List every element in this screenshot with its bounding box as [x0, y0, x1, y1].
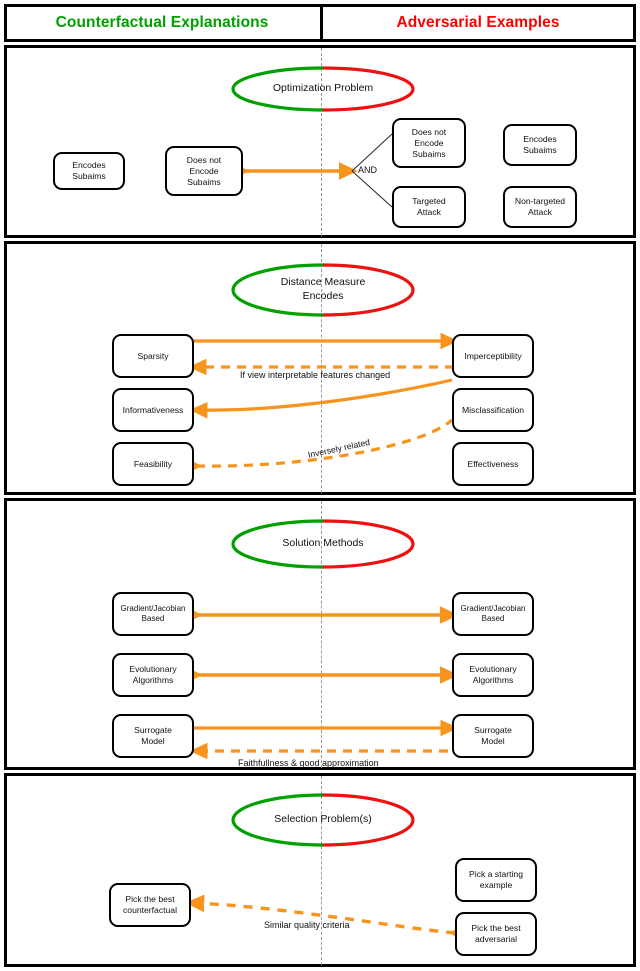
- ellipse-label-optimization-problem: Optimization Problem: [233, 68, 413, 110]
- ellipse-line: Optimization Problem: [272, 82, 374, 95]
- node-ae-effectiveness[interactable]: Effectiveness: [452, 442, 534, 486]
- node-label: Feasibility: [133, 458, 173, 469]
- node-cf-informativeness[interactable]: Informativeness: [112, 388, 194, 432]
- node-label: Imperceptibility: [464, 350, 522, 361]
- edge-label-faithfullness-good-approximation: Faithfullness & good approximation: [238, 758, 379, 768]
- section-frame-selection-problems: [4, 773, 636, 967]
- edge-label-if-view-interpretable-features-changed: If view interpretable features changed: [240, 370, 391, 380]
- node-ae-imperceptibility[interactable]: Imperceptibility: [452, 334, 534, 378]
- node-cf-sparsity[interactable]: Sparsity: [112, 334, 194, 378]
- node-label: Informativeness: [122, 404, 184, 415]
- ellipse-line: Selection Problem(s): [274, 813, 372, 826]
- header-divider: [320, 4, 323, 42]
- ellipse-line: Solution Methods: [282, 537, 364, 550]
- edge-label-similar-quality-criteria: Similar quality criteria: [264, 920, 350, 930]
- node-ae-misclassification[interactable]: Misclassification: [452, 388, 534, 432]
- ellipse-line-1: Distance Measure: [280, 276, 366, 289]
- centerline-section-3: [321, 501, 322, 768]
- section-frame-distance-measure: [4, 241, 636, 495]
- node-cf-feasibility[interactable]: Feasibility: [112, 442, 194, 486]
- ellipse-label-solution-methods: Solution Methods: [233, 521, 413, 567]
- and-connector-label: AND: [358, 165, 378, 175]
- ellipse-label-selection-problems: Selection Problem(s): [233, 795, 413, 845]
- section-frame-solution-methods: [4, 498, 636, 770]
- ellipse-label-distance-measure-encodes: Distance Measure Encodes: [233, 265, 413, 315]
- centerline-section-4: [321, 776, 322, 965]
- node-label: Sparsity: [137, 350, 169, 361]
- header-counterfactual-explanations: Counterfactual Explanations: [55, 14, 269, 31]
- section-frame-optimization-problem: [4, 45, 636, 238]
- centerline-section-1: [321, 48, 322, 236]
- node-label: Effectiveness: [467, 458, 519, 469]
- node-label: Misclassification: [461, 404, 525, 415]
- ellipse-line-2: Encodes: [302, 290, 344, 302]
- header-adversarial-examples: Adversarial Examples: [396, 14, 560, 31]
